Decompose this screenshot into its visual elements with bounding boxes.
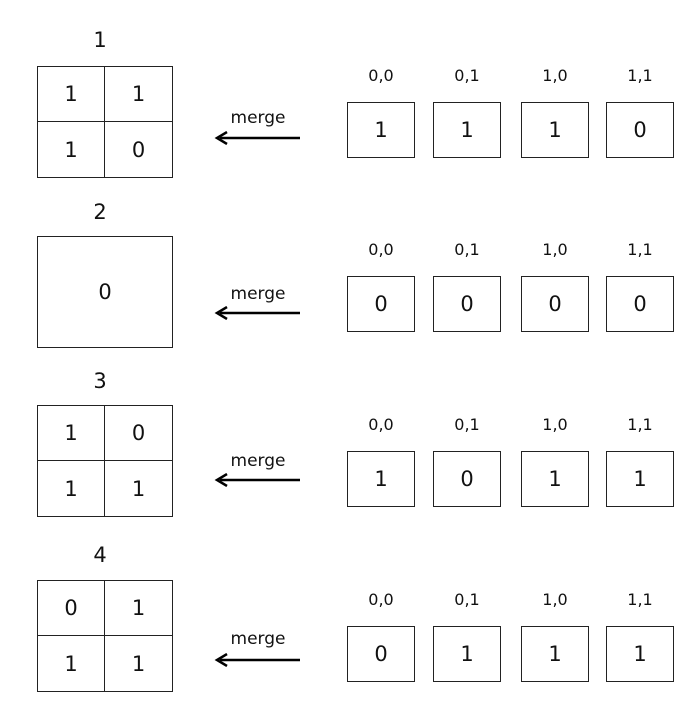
left-arrow-icon bbox=[214, 306, 300, 320]
quadrant-value: 1 bbox=[347, 102, 415, 158]
quadrant-label: 0,1 bbox=[454, 415, 480, 434]
left-arrow-icon bbox=[214, 653, 300, 667]
grid-cell-0-1: 1 bbox=[105, 67, 172, 122]
quadrant-value: 0 bbox=[606, 102, 674, 158]
quadrant-label: 1,0 bbox=[542, 66, 568, 85]
quadrant-label: 0,0 bbox=[368, 590, 394, 609]
merge-example-1: 1 1 1 1 0 merge 0,0 1 0,1 1 1,0 1 1,1 0 bbox=[0, 28, 695, 203]
quadrant-value: 1 bbox=[521, 626, 589, 682]
quadrant-label: 0,1 bbox=[454, 590, 480, 609]
quadrant-label: 1,1 bbox=[627, 66, 653, 85]
quadrant-value: 0 bbox=[433, 451, 501, 507]
quadrant-value: 1 bbox=[433, 626, 501, 682]
quadrant-value: 0 bbox=[606, 276, 674, 332]
merge-example-4: 4 0 1 1 1 merge 0,0 0 0,1 1 1,0 1 1,1 1 bbox=[0, 543, 695, 718]
grid-cell-0-1: 1 bbox=[105, 581, 172, 636]
example-title: 1 bbox=[93, 28, 107, 52]
example-title: 3 bbox=[93, 369, 107, 393]
example-title: 4 bbox=[93, 543, 107, 567]
quadrant-label: 1,0 bbox=[542, 590, 568, 609]
example-title: 2 bbox=[93, 200, 107, 224]
left-arrow-icon bbox=[214, 473, 300, 487]
quadrant-value: 1 bbox=[521, 451, 589, 507]
merge-label: merge bbox=[230, 629, 286, 649]
quadrant-label: 1,0 bbox=[542, 240, 568, 259]
merge-label: merge bbox=[230, 284, 286, 304]
quadrant-label: 0,0 bbox=[368, 240, 394, 259]
quadrant-value: 0 bbox=[347, 626, 415, 682]
quadrant-label: 1,1 bbox=[627, 590, 653, 609]
quadrant-label: 1,1 bbox=[627, 415, 653, 434]
merge-example-3: 3 1 0 1 1 merge 0,0 1 0,1 0 1,0 1 1,1 1 bbox=[0, 369, 695, 544]
merged-grid: 0 1 1 1 bbox=[37, 580, 173, 692]
grid-cell-1-1: 1 bbox=[131, 651, 146, 676]
left-arrow-icon bbox=[214, 131, 300, 145]
quadrant-label: 0,1 bbox=[454, 240, 480, 259]
quadrant-value: 1 bbox=[433, 102, 501, 158]
merge-label: merge bbox=[230, 451, 286, 471]
quadrant-value: 1 bbox=[606, 451, 674, 507]
merged-grid: 1 1 1 0 bbox=[37, 66, 173, 178]
grid-cell-0-1: 0 bbox=[105, 406, 172, 461]
grid-cell-0-0: 1 bbox=[38, 67, 105, 122]
quadrant-value: 1 bbox=[347, 451, 415, 507]
grid-cell-0-0: 0 bbox=[38, 581, 105, 636]
quadrant-value: 1 bbox=[606, 626, 674, 682]
quadrant-value: 1 bbox=[521, 102, 589, 158]
quadrant-label: 0,1 bbox=[454, 66, 480, 85]
quadrant-label: 1,1 bbox=[627, 240, 653, 259]
grid-cell-1-1: 0 bbox=[131, 137, 146, 162]
grid-cell-0-0: 1 bbox=[38, 406, 105, 461]
quadrant-value: 0 bbox=[433, 276, 501, 332]
quadrant-value: 0 bbox=[347, 276, 415, 332]
quadrant-label: 0,0 bbox=[368, 66, 394, 85]
merge-example-2: 2 0 merge 0,0 0 0,1 0 1,0 0 1,1 0 bbox=[0, 200, 695, 375]
quadrant-label: 0,0 bbox=[368, 415, 394, 434]
merged-grid: 1 0 1 1 bbox=[37, 405, 173, 517]
quadrant-label: 1,0 bbox=[542, 415, 568, 434]
grid-cell-merged: 0 bbox=[98, 280, 112, 304]
grid-cell-1-0: 1 bbox=[38, 461, 105, 516]
grid-cell-1-0: 1 bbox=[38, 636, 105, 691]
grid-cell-1-1: 1 bbox=[131, 476, 146, 501]
quadrant-value: 0 bbox=[521, 276, 589, 332]
merged-grid: 0 bbox=[37, 236, 173, 348]
merge-label: merge bbox=[230, 108, 286, 128]
grid-cell-1-0: 1 bbox=[38, 122, 105, 177]
